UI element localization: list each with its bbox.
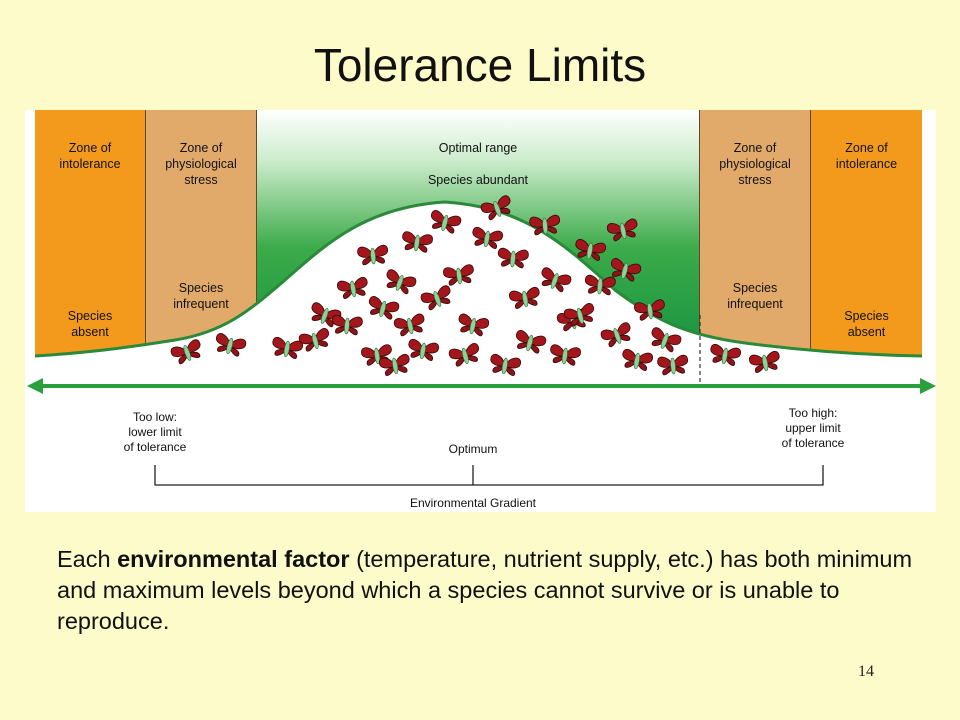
caption: Each environmental factor (temperature, … [57,544,917,637]
butterfly-icon [606,217,641,243]
high-limit-label: Too high: upper limit of tolerance [781,406,845,450]
zone-right-intolerance: Zone of intolerance Species absent [811,110,922,360]
tolerance-diagram: Zone of intolerance Species absent Zone … [25,110,936,512]
caption-prefix: Each [57,546,118,572]
zone-heading: Zone of intolerance [835,141,898,171]
zone-heading: Zone of intolerance [59,141,121,171]
gradient-bracket [154,465,824,486]
zone-right-stress: Zone of physiological stress Species inf… [700,110,811,360]
zone-status: Species absent [67,309,113,339]
tolerance-curve-svg [27,194,936,486]
page-number: 14 [858,663,874,680]
zone-status: Species absent [844,309,889,339]
caption-bold-term: environmental factor [117,546,350,572]
zone-heading: Zone of physiological stress [719,141,791,187]
zone-heading: Optimal range [438,141,518,155]
optimum-label: Optimum [448,442,498,456]
zone-left-intolerance: Zone of intolerance Species absent [35,110,146,360]
tolerance-curve [34,200,923,358]
caption-suffix: (temperature, nutrient supply, etc.) has… [57,546,913,634]
population-area [35,202,922,360]
butterfly-icon [656,354,690,376]
arrow-right-head [920,378,936,394]
zone-status: Species infrequent [173,281,229,311]
slide-title: Tolerance Limits [313,39,647,91]
arrow-left-head [27,378,43,394]
low-limit-label: Too low: lower limit of tolerance [123,410,187,454]
zone-status: Species infrequent [727,281,783,311]
gradient-label: Environmental Gradient [409,496,537,510]
zone-status: Species abundant [427,173,529,187]
zone-heading: Zone of physiological stress [165,141,237,187]
